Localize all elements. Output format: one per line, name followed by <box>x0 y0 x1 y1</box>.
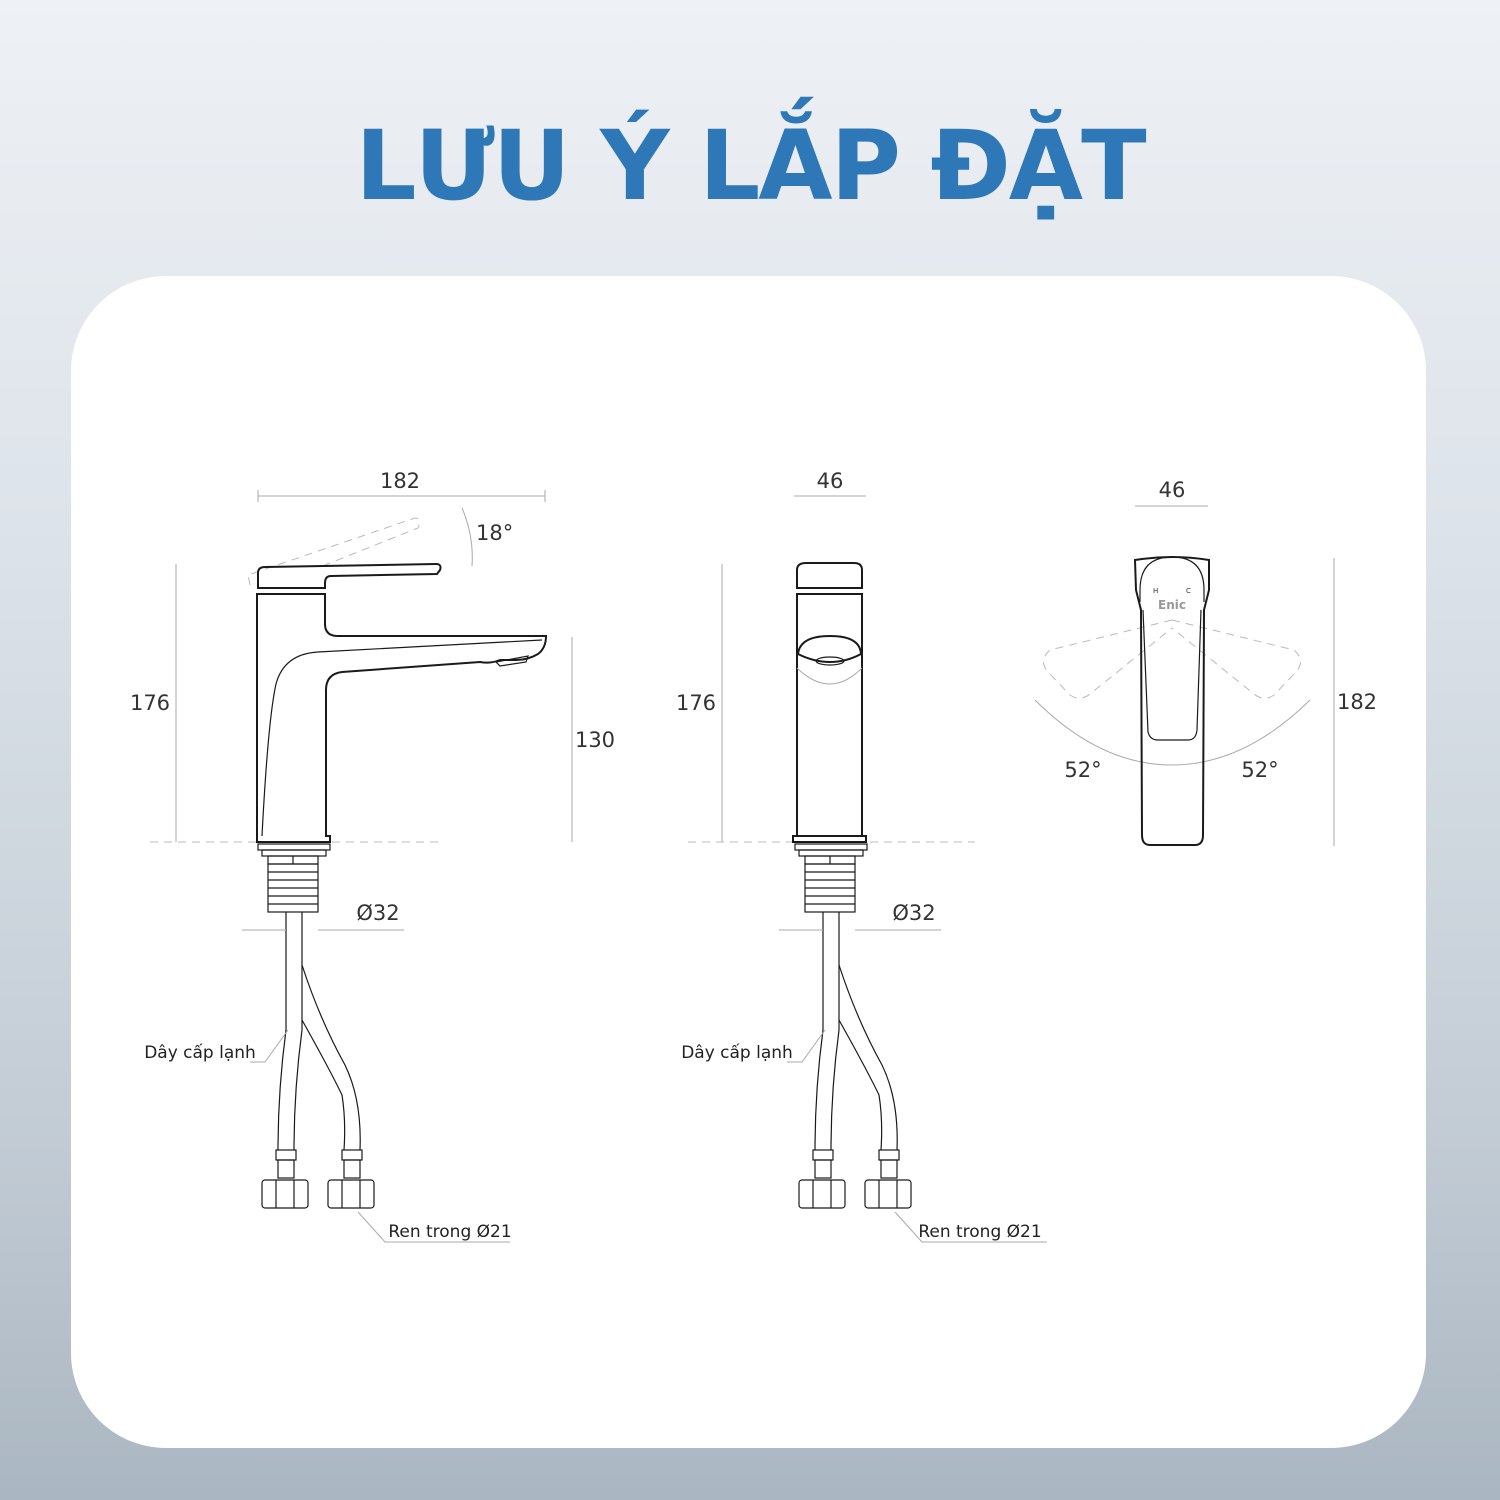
top-view: 46 182 52° 52° H C Enic <box>1034 478 1377 846</box>
side-hose-label: Dây cấp lạnh <box>144 1042 256 1063</box>
side-view: 182 18° 176 130 Ø32 Dây cấp lạnh Ren tro… <box>130 469 615 1243</box>
top-angle-left: 52° <box>1064 758 1101 782</box>
front-view: 46 176 Ø32 Dây cấp lạnh Ren trong Ø21 <box>676 469 1048 1243</box>
front-width-dim: 46 <box>817 469 844 493</box>
front-diameter-dim: Ø32 <box>892 901 935 925</box>
hot-mark: H <box>1153 587 1158 595</box>
top-length-dim: 182 <box>1337 690 1377 714</box>
top-angle-right: 52° <box>1241 758 1278 782</box>
front-hose-label: Dây cấp lạnh <box>681 1042 793 1063</box>
front-height-dim: 176 <box>676 691 716 715</box>
page-title: LƯU Ý LẮP ĐẶT <box>355 110 1146 222</box>
diagram-card <box>71 276 1426 1448</box>
front-thread-label: Ren trong Ø21 <box>918 1222 1041 1242</box>
side-thread-label: Ren trong Ø21 <box>388 1222 511 1242</box>
side-width-dim: 182 <box>380 469 420 493</box>
brand-logo: Enic <box>1158 598 1186 612</box>
side-diameter-dim: Ø32 <box>356 901 399 925</box>
spout-height-dim: 130 <box>575 728 615 752</box>
side-height-dim: 176 <box>130 691 170 715</box>
top-width-dim: 46 <box>1159 478 1186 502</box>
side-angle-dim: 18° <box>476 521 513 545</box>
cold-mark: C <box>1186 587 1191 595</box>
